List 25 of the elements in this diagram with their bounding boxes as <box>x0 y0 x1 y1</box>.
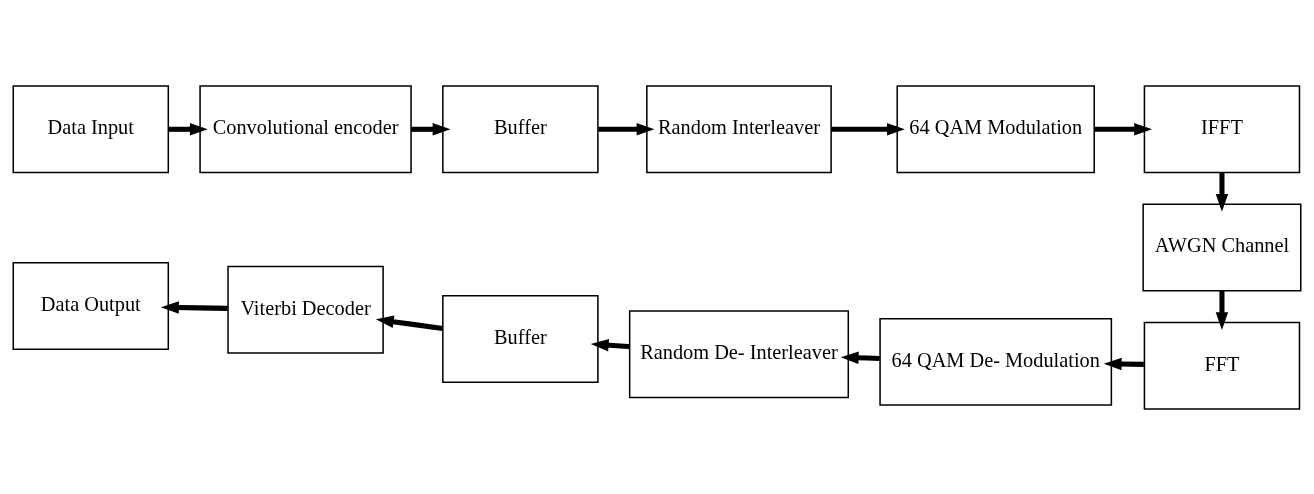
arrow <box>1215 290 1229 330</box>
arrow <box>598 122 655 136</box>
arrow <box>375 315 443 331</box>
node-box: IFFT <box>1143 84 1301 173</box>
arrow <box>1103 357 1144 370</box>
node-box: Random Interleaver <box>646 84 832 173</box>
node-box: AWGN Channel <box>1142 203 1302 291</box>
arrow <box>831 122 905 136</box>
node-box: Data Output <box>12 261 170 350</box>
node-box: FFT <box>1143 321 1301 410</box>
node-box: 64 QAM De- Modulation <box>879 317 1113 406</box>
arrow <box>1215 172 1229 212</box>
arrow <box>590 338 630 351</box>
node-box: 64 QAM Modulation <box>896 84 1095 173</box>
arrow <box>840 351 880 364</box>
node-box: Viterbi Decoder <box>227 265 384 354</box>
node-box: Buffer <box>442 294 599 383</box>
arrow <box>168 122 208 136</box>
arrow <box>1094 122 1153 136</box>
arrow <box>411 122 451 136</box>
arrow <box>161 300 228 314</box>
node-box: Buffer <box>442 84 599 173</box>
node-box: Random De- Interleaver <box>628 309 850 398</box>
node-box: Convolutional encoder <box>199 84 412 173</box>
node-box: Data Input <box>12 84 170 173</box>
